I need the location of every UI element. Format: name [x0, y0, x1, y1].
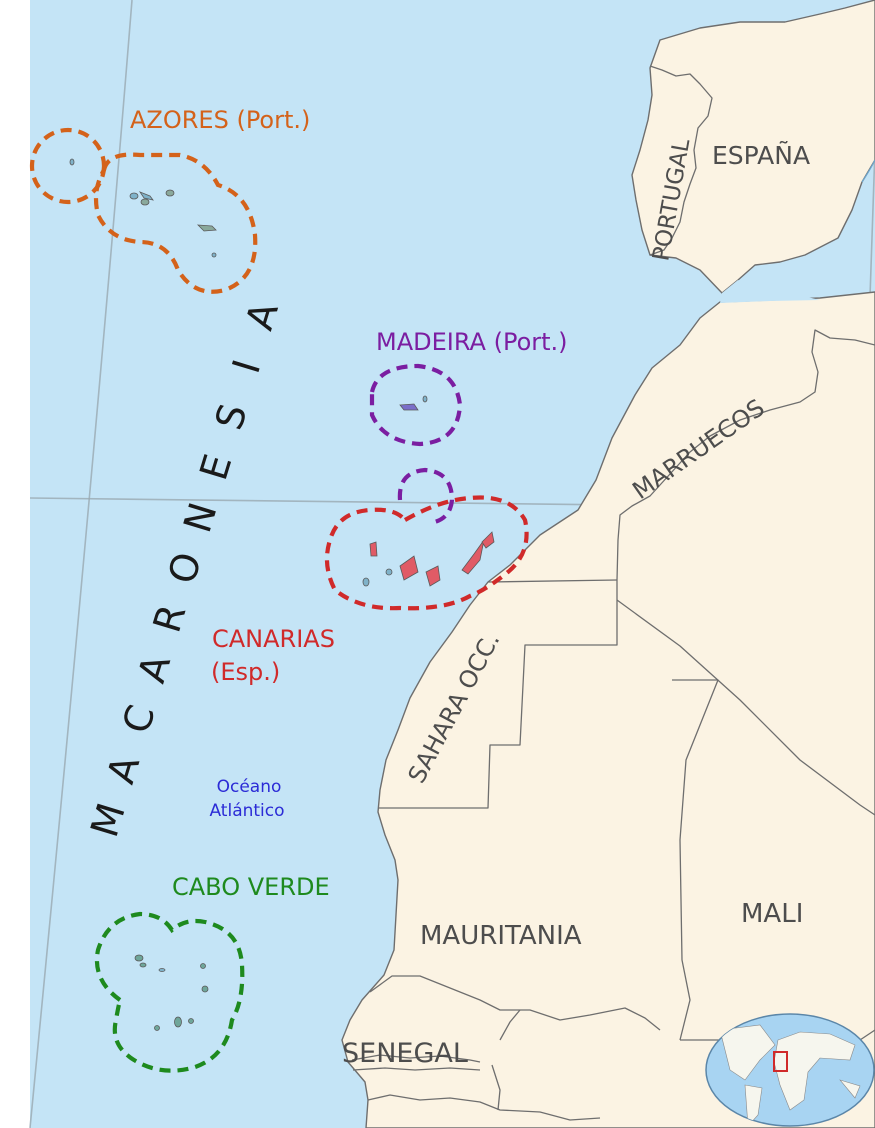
- border-senegal-mauritania: [491, 1009, 521, 1111]
- madeira-boundary: [369, 363, 463, 526]
- azores-boundary: [29, 127, 258, 294]
- border-morocco: [616, 329, 875, 581]
- label-senegal: SENEGAL: [342, 1038, 468, 1069]
- label-espana: ESPAÑA: [712, 140, 810, 170]
- canarias-islands: [362, 531, 495, 587]
- label-cabo-verde: CABO VERDE: [172, 873, 330, 901]
- border-morocco-sahara: [487, 579, 618, 583]
- globe-locator-icon: [705, 1013, 875, 1127]
- azores-islands: [69, 158, 217, 258]
- cabo-verde-islands: [134, 954, 209, 1031]
- land-iberia: [631, 0, 875, 294]
- coast-hint: [861, 159, 875, 183]
- label-mali: MALI: [741, 899, 803, 929]
- border-senegal: [369, 975, 661, 1031]
- canarias-boundary: [324, 495, 529, 611]
- land-africa: [341, 291, 875, 1128]
- border-mauritania-mali: [672, 679, 719, 1041]
- border-mali: [616, 599, 875, 816]
- label-canarias-esp: (Esp.): [211, 658, 280, 686]
- label-oceano: Océano: [217, 777, 282, 797]
- strait-water: [720, 280, 820, 303]
- label-atlantico: Atlántico: [209, 801, 284, 821]
- label-canarias: CANARIAS: [212, 625, 335, 653]
- label-madeira: MADEIRA (Port.): [376, 328, 568, 356]
- madeira-islands: [399, 395, 428, 411]
- locator-highlight: [773, 1051, 788, 1072]
- label-azores: AZORES (Port.): [130, 106, 310, 134]
- border-senegal-south: [367, 1094, 601, 1121]
- label-mauritania: MAURITANIA: [420, 921, 582, 951]
- border-portugal-spain: [649, 65, 713, 256]
- border-sahara-mauritania: [378, 580, 618, 809]
- border-gambia: [351, 1054, 481, 1071]
